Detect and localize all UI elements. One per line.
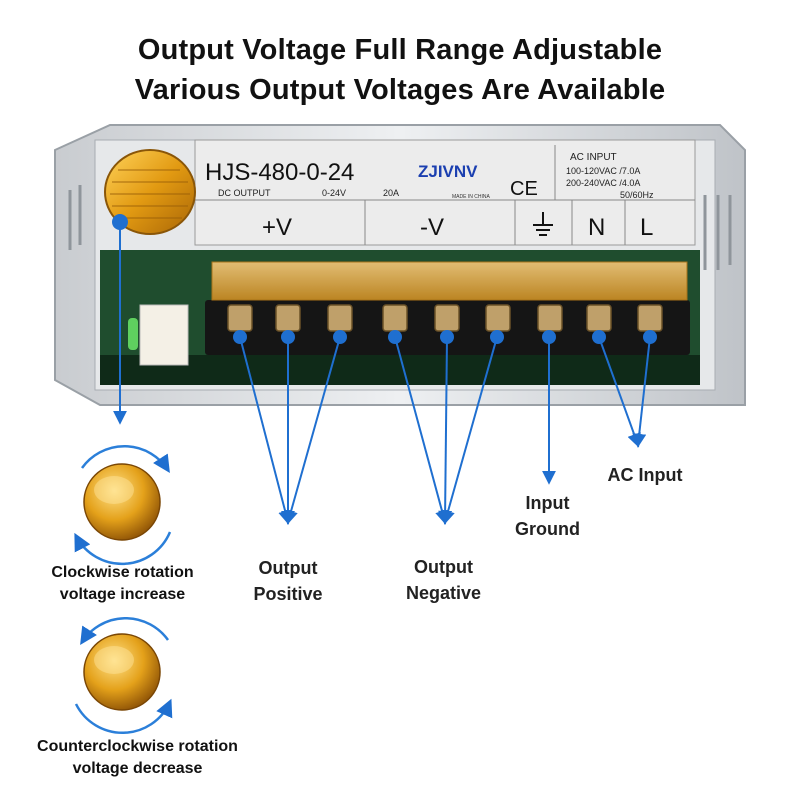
callout-text: Negative [405,583,482,603]
terminal-label-l: L [640,214,653,241]
ac-range-2: 200-240VAC /4.0A [566,178,640,188]
counterclockwise-arrow-icon [80,616,170,645]
callout-output-negative: Output Negative [381,554,506,606]
caption-text: Counterclockwise rotation [37,738,238,755]
callout-output-positive: Output Positive [228,555,348,607]
dc-voltage-text: 0-24V [322,188,346,198]
ce-mark: CE [510,178,538,200]
callout-text: Positive [253,584,323,604]
terminal-label-positive: +V [262,214,292,241]
callout-text: Ground [515,519,580,539]
caption-text: Clockwise rotation [51,564,194,581]
callout-ac-input: AC Input [585,462,705,488]
wire-connector [139,304,189,366]
rating-label-plate: HJS-480-0-24 ZJIVNV CE MADE IN CHINA DC … [194,139,696,246]
callout-input-ground: Input Ground [490,490,605,542]
callout-lines [113,222,651,525]
terminal-block [205,261,690,355]
frequency-text: 50/60Hz [620,190,654,200]
clockwise-knob-diagram [74,444,172,566]
ac-range-1: 100-120VAC /7.0A [566,166,640,176]
ground-symbol-icon [533,212,553,236]
ac-input-label: AC INPUT [570,152,617,163]
caption-counterclockwise: Counterclockwise rotation voltage decrea… [10,736,265,780]
headline-line-1: Output Voltage Full Range Adjustable [137,34,663,66]
dc-output-label: DC OUTPUT [218,188,271,198]
callout-text: AC Input [607,465,683,485]
callout-text: Output [414,557,473,577]
voltage-adjust-knob [104,149,196,235]
terminal-label-negative: -V [420,214,444,241]
caption-text: voltage decrease [72,760,203,777]
power-led-icon [128,318,138,350]
caption-text: voltage increase [59,586,186,603]
headline-line-2: Various Output Voltages Are Available [134,74,666,106]
caption-clockwise: Clockwise rotation voltage increase [20,562,225,606]
terminal-label-n: N [588,214,605,241]
made-in-text: MADE IN CHINA [452,194,490,200]
brand-name: ZJIVNV [418,162,478,181]
dc-current-text: 20A [383,188,399,198]
clockwise-arrow-icon [80,444,170,473]
callout-text: Output [258,558,318,578]
callout-text: Input [525,493,570,513]
counterclockwise-knob-diagram [74,616,173,735]
model-number: HJS-480-0-24 [205,159,354,186]
